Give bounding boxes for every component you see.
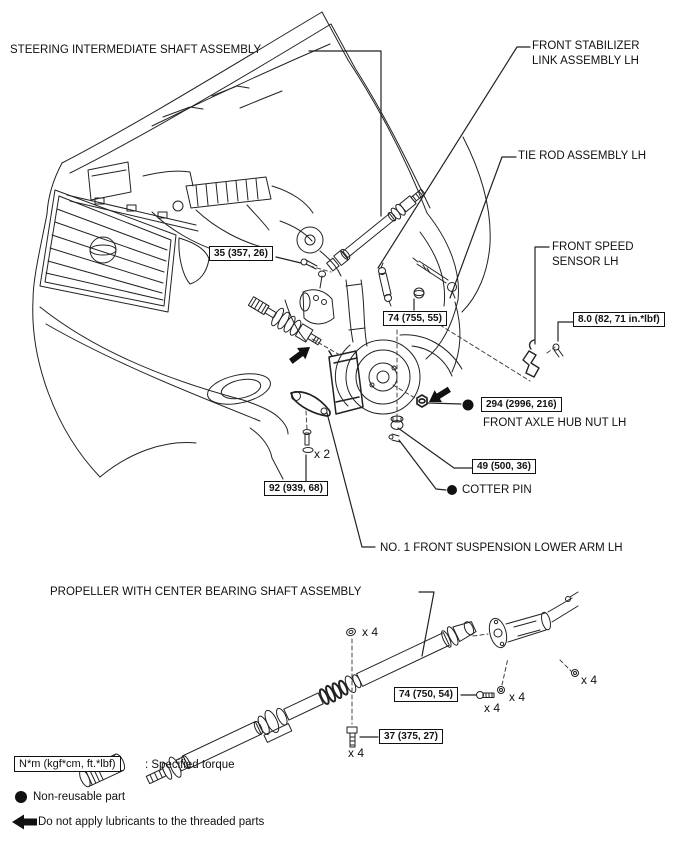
legend-torque-box: N*m (kgf*cm, ft.*lbf) (14, 756, 121, 772)
multiplier-x4: x 4 (581, 673, 598, 687)
cv-axle-sketch (247, 296, 322, 346)
multiplier-x4: x 4 (362, 625, 379, 639)
leader-lines (275, 46, 574, 738)
brake-caliper-sketch (328, 350, 364, 415)
label-stabilizer-line2: LINK ASSEMBLY LH (532, 55, 639, 67)
label-stabilizer-link: FRONT STABILIZER LINK ASSEMBLY LH (532, 39, 640, 69)
brake-disc-sketch (334, 339, 421, 415)
multiplier-x4: x 4 (348, 746, 365, 760)
legend-no-lubricant: Do not apply lubricants to the threaded … (38, 816, 265, 828)
multiplier-x4: x 4 (509, 690, 526, 704)
torque-box-92: 92 (939, 68) (264, 481, 328, 496)
torque-box-8-0: 8.0 (82, 71 in.*lbf) (573, 312, 665, 327)
rear-flange-sketch (488, 591, 579, 649)
torque-box-74-755: 74 (755, 55) (383, 311, 447, 326)
label-cotter-pin: COTTER PIN (462, 484, 532, 496)
torque-box-49: 49 (500, 36) (472, 459, 536, 474)
label-speed-sensor-line1: FRONT SPEED (552, 241, 634, 253)
legend-non-reusable: Non-reusable part (33, 791, 126, 803)
dashed-lines (305, 265, 572, 725)
torque-box-74-750: 74 (750, 54) (394, 687, 458, 702)
label-speed-sensor-line2: SENSOR LH (552, 256, 619, 268)
multiplier-x2: x 2 (314, 447, 331, 461)
label-steering-shaft: STEERING INTERMEDIATE SHAFT ASSEMBLY (10, 44, 262, 56)
multiplier-x4: x 4 (484, 701, 501, 715)
label-propeller-shaft: PROPELLER WITH CENTER BEARING SHAFT ASSE… (50, 586, 362, 598)
no-lubricant-arrow-icon (12, 814, 37, 830)
non-reusable-dot-icon (15, 399, 474, 803)
speed-sensor-sketch (522, 339, 540, 378)
torque-box-37: 37 (375, 27) (379, 729, 443, 744)
propeller-shaft-sketch (79, 591, 579, 788)
lower-arm-sketch (290, 391, 331, 417)
label-hub-nut: FRONT AXLE HUB NUT LH (483, 417, 627, 429)
label-speed-sensor: FRONT SPEED SENSOR LH (552, 240, 634, 270)
label-stabilizer-line1: FRONT STABILIZER (532, 40, 640, 52)
direction-arrow-icon (289, 347, 310, 364)
label-tie-rod: TIE ROD ASSEMBLY LH (518, 150, 647, 162)
legend-torque-text: : Specified torque (145, 759, 235, 771)
intermediate-shaft-sketch (326, 188, 426, 272)
torque-box-35: 35 (357, 26) (209, 246, 273, 261)
torque-box-294: 294 (2996, 216) (481, 397, 562, 412)
label-lower-arm: NO. 1 FRONT SUSPENSION LOWER ARM LH (380, 542, 623, 554)
stabilizer-link-sketch (378, 262, 392, 307)
direction-arrow-icon (429, 386, 451, 403)
steering-gear-sketch (299, 270, 335, 325)
tie-rod-sketch (412, 257, 457, 299)
knuckle-sketch (345, 279, 368, 347)
